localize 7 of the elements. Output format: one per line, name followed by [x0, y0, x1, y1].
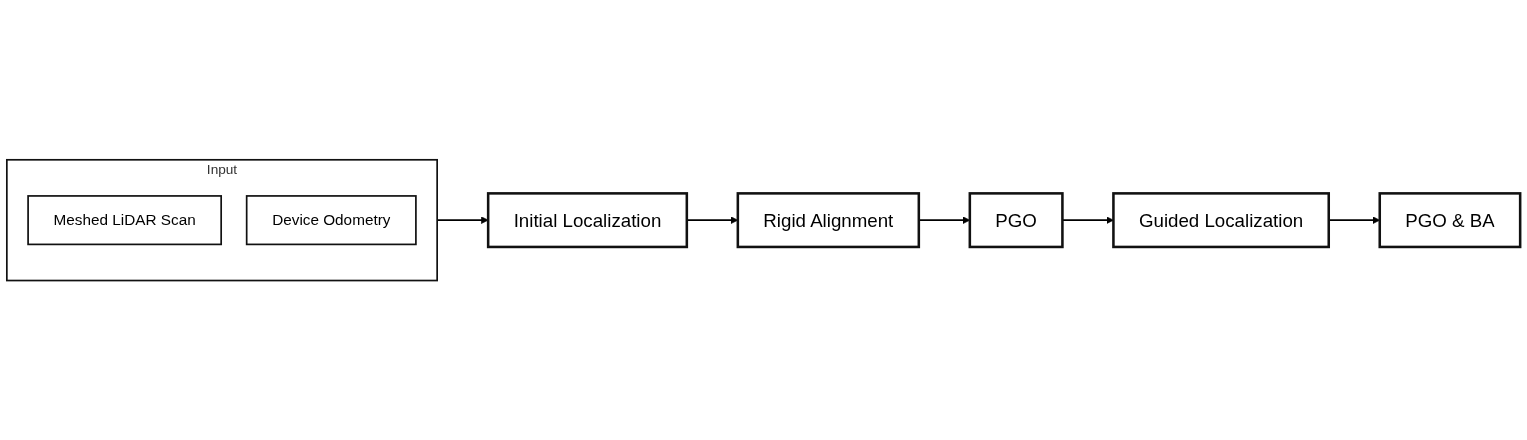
node-box: Guided Localization — [1112, 191, 1330, 249]
node-box: Meshed LiDAR Scan — [27, 194, 222, 246]
node-box: Device Odometry — [245, 194, 417, 246]
node-box: Rigid Alignment — [736, 191, 921, 249]
node-box: PGO — [968, 191, 1064, 249]
node-box: Initial Localization — [486, 191, 689, 249]
node-box: PGO & BA — [1378, 191, 1522, 249]
